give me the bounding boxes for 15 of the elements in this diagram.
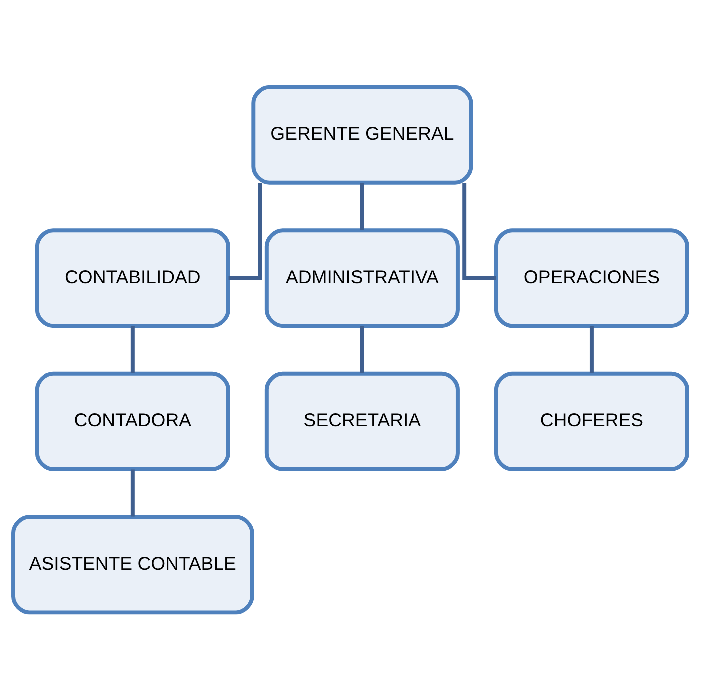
- connector: [228, 183, 262, 280]
- node-box: ADMINISTRATIVA: [264, 228, 460, 328]
- node-box: GERENTE GENERAL: [252, 85, 474, 185]
- connector: [462, 183, 496, 280]
- connector: [360, 326, 364, 374]
- node-box: CONTABILIDAD: [35, 228, 230, 328]
- node-box: ASISTENTE CONTABLE: [12, 515, 254, 615]
- node-box: SECRETARIA: [264, 372, 460, 472]
- connector: [130, 326, 135, 374]
- connector: [590, 326, 594, 374]
- connector: [130, 470, 135, 517]
- node-box: CONTADORA: [35, 372, 230, 472]
- connector: [360, 183, 364, 230]
- node-box: CHOFERES: [494, 372, 690, 472]
- node-box: OPERACIONES: [494, 228, 690, 328]
